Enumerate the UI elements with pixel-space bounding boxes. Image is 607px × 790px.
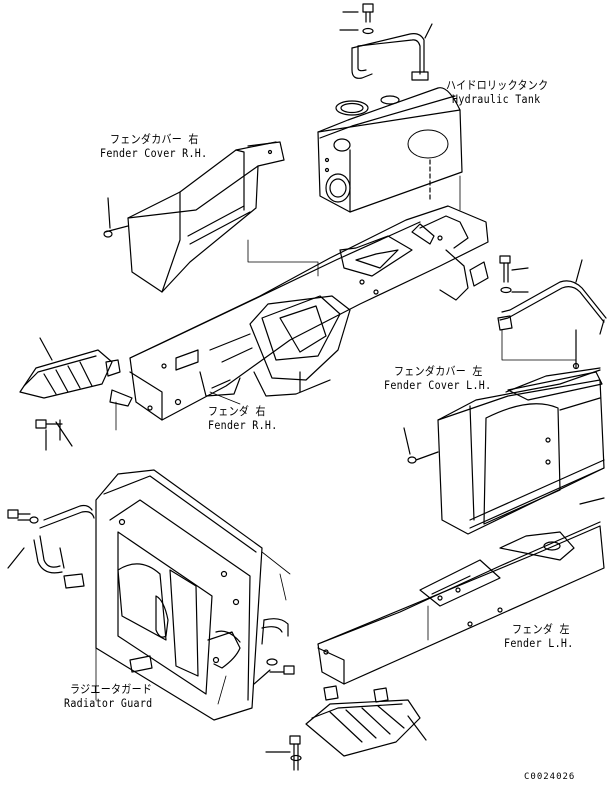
label-radiator-guard-en: Radiator Guard <box>64 697 153 711</box>
bolt-top <box>339 3 374 35</box>
label-fender-lh: フェンダ 左 Fender L.H. <box>504 624 574 652</box>
handrail-top <box>351 23 433 81</box>
fender-lh <box>317 497 605 685</box>
label-fender-cover-lh: フェンダカバー 左 Fender Cover L.H. <box>384 366 491 394</box>
label-hydraulic-tank: ハイドロリックタンク Hydraulic Tank <box>446 80 548 108</box>
label-fender-rh: フェンダ 右 Fender R.H. <box>208 406 278 434</box>
label-fender-cover-rh-jp: フェンダカバー 右 <box>110 134 199 147</box>
step-lh <box>265 685 427 771</box>
label-fender-cover-lh-jp: フェンダカバー 左 <box>394 366 483 379</box>
fender-cover-lh <box>403 367 605 535</box>
label-radiator-guard-jp: ラジエータガード <box>70 684 153 697</box>
drawing-code: C0024026 <box>524 772 576 782</box>
label-fender-cover-lh-en: Fender Cover L.H. <box>384 379 492 393</box>
label-fender-rh-en: Fender R.H. <box>208 419 278 433</box>
fender-cover-rh <box>103 141 285 293</box>
label-hydraulic-tank-jp: ハイドロリックタンク <box>446 80 549 93</box>
label-fender-cover-rh-en: Fender Cover R.H. <box>100 147 208 161</box>
step-rh <box>19 337 133 451</box>
radiator-guard <box>63 469 291 721</box>
label-fender-lh-en: Fender L.H. <box>504 637 574 651</box>
label-radiator-guard: ラジエータガード Radiator Guard <box>64 684 153 712</box>
main-frame <box>129 205 489 421</box>
label-fender-rh-jp: フェンダ 右 <box>208 406 266 419</box>
label-hydraulic-tank-en: Hydraulic Tank <box>452 93 541 107</box>
hydraulic-tank <box>317 87 463 213</box>
label-fender-lh-jp: フェンダ 左 <box>512 624 570 637</box>
handrail-right <box>497 255 607 370</box>
handrail-radiator <box>7 504 295 705</box>
label-fender-cover-rh: フェンダカバー 右 Fender Cover R.H. <box>100 134 207 162</box>
